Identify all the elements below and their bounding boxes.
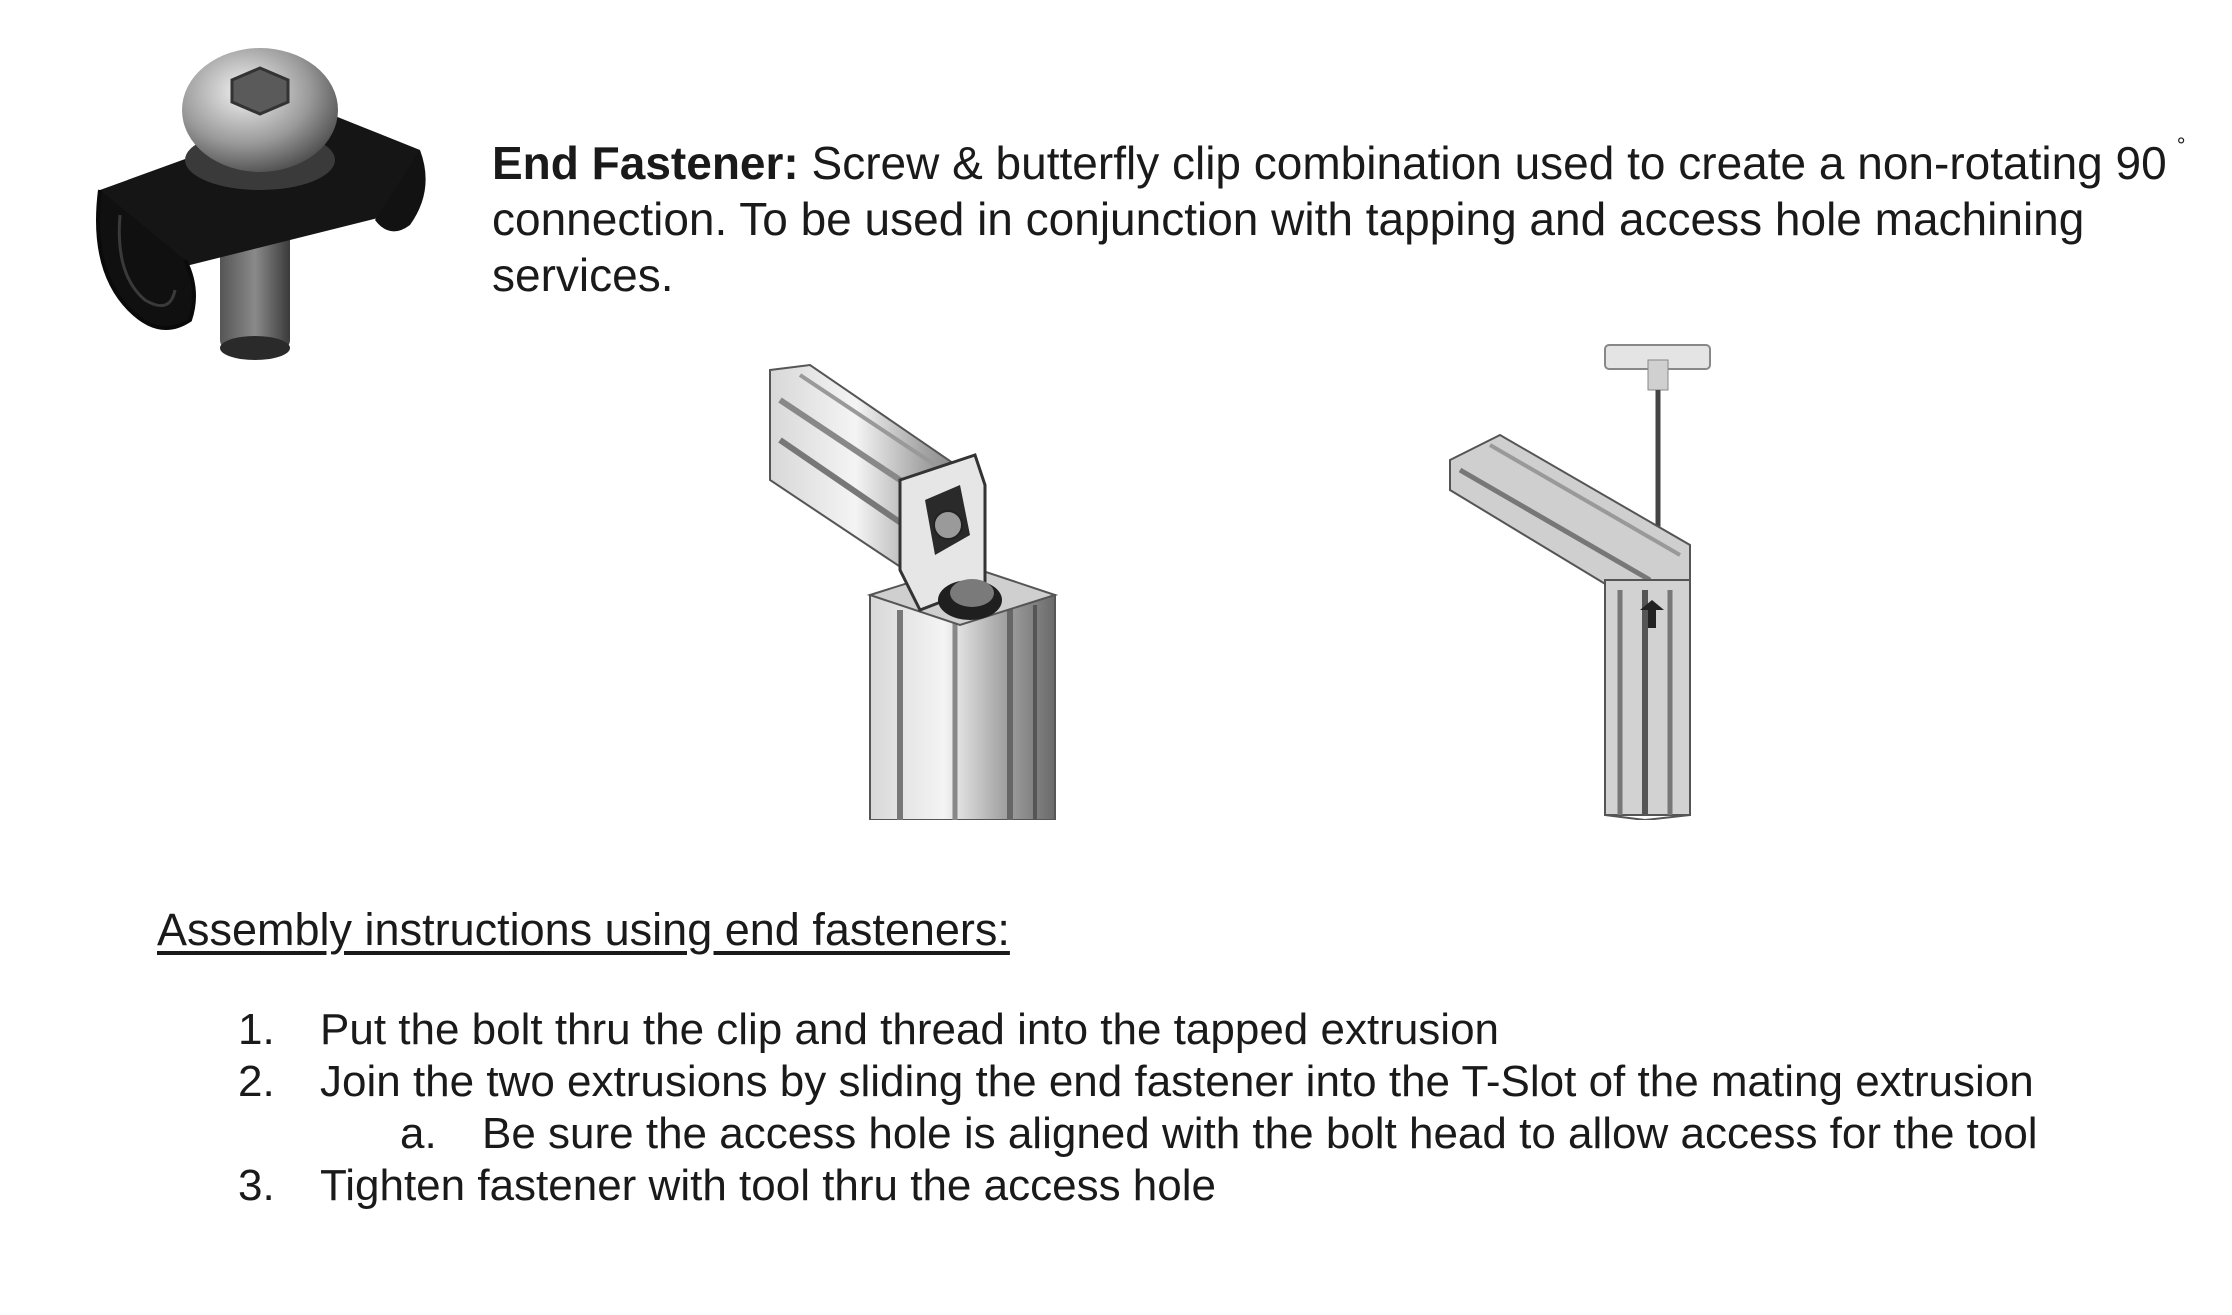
tool-tightening-illustration [1449, 344, 1711, 820]
intro-line-3: services. [492, 249, 674, 301]
degree-symbol: ° [2176, 133, 2186, 158]
intro-line-1: End Fastener: Screw & butterfly clip com… [492, 118, 2192, 191]
end-fastener-illustration [96, 48, 426, 360]
step-text: Put the bolt thru the clip and thread in… [320, 1005, 1500, 1054]
step-text: Tighten fastener with tool thru the acce… [320, 1161, 1216, 1210]
step-text: Join the two extrusions by sliding the e… [320, 1057, 2034, 1106]
term-label: End Fastener: [492, 137, 799, 189]
assembly-instructions-heading: Assembly instructions using end fastener… [157, 904, 1010, 955]
intro-text-1: Screw & butterfly clip combination used … [798, 137, 2167, 189]
substep-letter: a. [400, 1109, 437, 1158]
step-text: Be sure the access hole is aligned with … [482, 1109, 2038, 1158]
intro-line-2: connection. To be used in conjunction wi… [492, 193, 2085, 245]
extrusion-joint-illustration [769, 363, 1059, 820]
step-number: 1. [238, 1005, 275, 1054]
step-number: 2. [238, 1057, 275, 1106]
step-number: 3. [238, 1161, 275, 1210]
intro-paragraph: End Fastener: Screw & butterfly clip com… [492, 118, 2192, 303]
